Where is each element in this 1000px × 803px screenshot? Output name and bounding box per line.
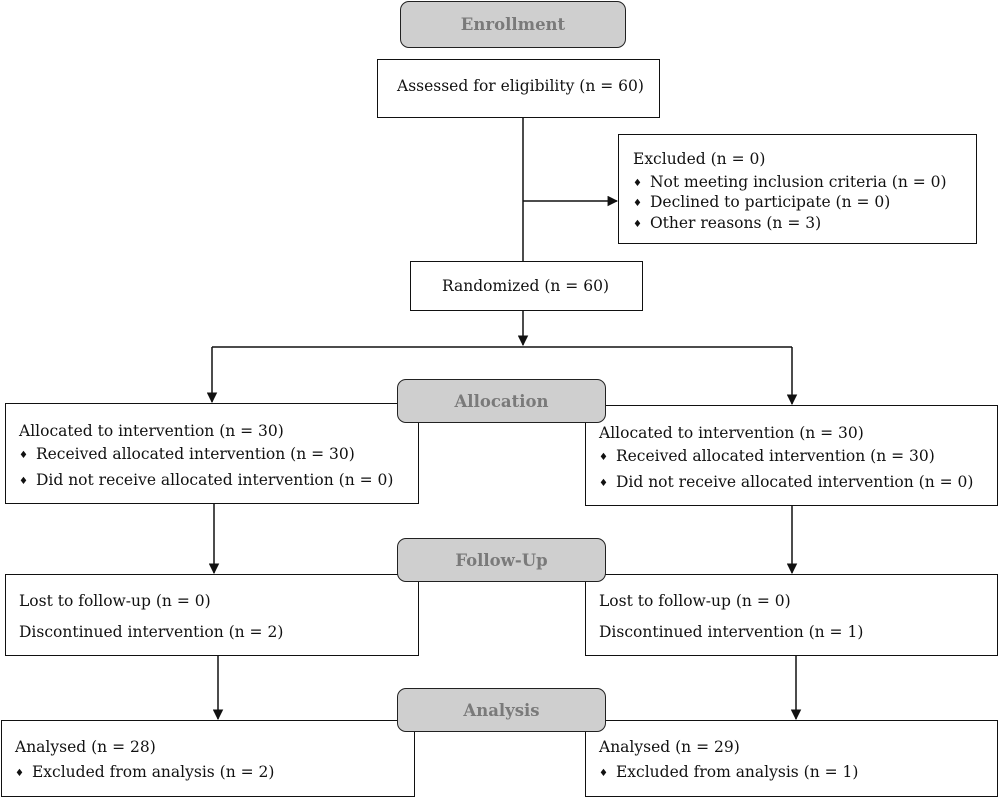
left-analysis-item: ♦ Excluded from analysis (n = 2) [15,763,274,781]
left-analysis-title: Analysed (n = 28) [15,738,156,756]
excluded-item: ♦ Not meeting inclusion criteria (n = 0) [633,173,947,191]
excluded-item-label: Other reasons (n = 3) [649,214,822,232]
excluded-title: Excluded (n = 0) [633,150,766,168]
stage-allocation: Allocation [397,379,606,423]
stage-enrollment: Enrollment [400,1,626,48]
assessed-text: Assessed for eligibility (n = 60) [397,77,644,95]
right-allocation-item: ♦ Did not receive allocated intervention … [599,473,973,491]
excluded-item: ♦ Declined to participate (n = 0) [633,193,890,211]
left-followup-lost: Lost to follow-up (n = 0) [19,592,211,610]
bullet-icon: ♦ [15,768,24,779]
bullet-icon: ♦ [599,452,608,463]
bullet-icon: ♦ [599,478,608,489]
excluded-item-label: Declined to participate (n = 0) [649,193,891,211]
right-analysis-box: Analysed (n = 29) ♦ Excluded from analysi… [585,720,998,797]
right-analysis-item: ♦ Excluded from analysis (n = 1) [599,763,858,781]
left-allocation-box: Allocated to intervention (n = 30) ♦ Rece… [5,403,419,504]
bullet-icon: ♦ [599,768,608,779]
bullet-icon: ♦ [19,450,28,461]
left-followup-discontinued: Discontinued intervention (n = 2) [19,623,284,641]
bullet-icon: ♦ [633,198,642,209]
stage-enrollment-label: Enrollment [460,15,566,34]
stage-allocation-label: Allocation [454,391,549,411]
stage-analysis-label: Analysis [463,700,540,720]
bullet-icon: ♦ [19,476,28,487]
bullet-icon: ♦ [633,178,642,189]
assessed-box: Assessed for eligibility (n = 60) [377,59,660,118]
right-followup-lost: Lost to follow-up (n = 0) [599,592,791,610]
right-allocation-title: Allocated to intervention (n = 30) [599,424,864,442]
right-allocation-item-label: Did not receive allocated intervention (… [615,473,974,491]
right-allocation-box: Allocated to intervention (n = 30) ♦ Rece… [585,405,998,506]
randomized-box: Randomized (n = 60) [410,261,643,311]
left-followup-box: Lost to follow-up (n = 0) Discontinued i… [5,574,419,656]
randomized-text: Randomized (n = 60) [442,277,609,295]
left-allocation-item-label: Did not receive allocated intervention (… [35,471,394,489]
left-allocation-item-label: Received allocated intervention (n = 30) [35,445,355,463]
right-analysis-title: Analysed (n = 29) [599,738,740,756]
stage-analysis: Analysis [397,688,606,732]
bullet-icon: ♦ [633,219,642,230]
right-analysis-item-label: Excluded from analysis (n = 1) [615,763,859,781]
left-allocation-title: Allocated to intervention (n = 30) [19,422,284,440]
left-analysis-item-label: Excluded from analysis (n = 2) [31,763,275,781]
right-followup-discontinued: Discontinued intervention (n = 1) [599,623,864,641]
left-allocation-item: ♦ Received allocated intervention (n = 30… [19,445,355,463]
stage-follow-up-label: Follow-Up [455,550,548,570]
excluded-item: ♦ Other reasons (n = 3) [633,214,821,232]
right-allocation-item: ♦ Received allocated intervention (n = 30… [599,447,935,465]
left-allocation-item: ♦ Did not receive allocated intervention … [19,471,393,489]
excluded-item-label: Not meeting inclusion criteria (n = 0) [649,173,947,191]
right-followup-box: Lost to follow-up (n = 0) Discontinued i… [585,574,998,656]
excluded-box: Excluded (n = 0) ♦ Not meeting inclusion … [618,134,977,244]
stage-follow-up: Follow-Up [397,538,606,582]
right-allocation-item-label: Received allocated intervention (n = 30) [615,447,935,465]
left-analysis-box: Analysed (n = 28) ♦ Excluded from analysi… [1,720,415,797]
